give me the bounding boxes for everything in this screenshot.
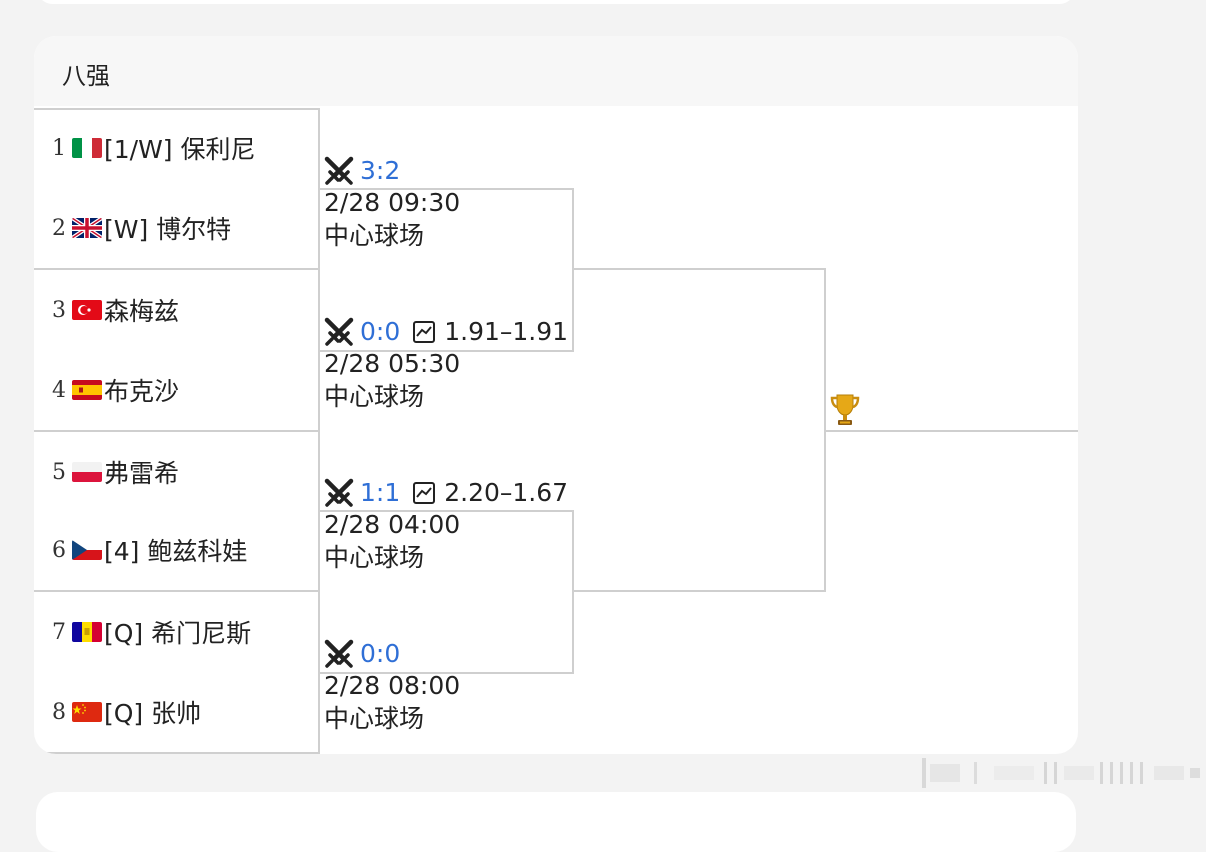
seed-number: 4 [52,377,66,403]
trophy-icon [830,394,860,425]
line-chart-icon[interactable] [412,481,436,505]
player-name: [4] 鲍兹科娃 [104,537,248,566]
next-card [36,792,1076,852]
poland-flag-icon [72,462,102,482]
player-row[interactable]: 7 [Q] 希门尼斯 [34,592,318,672]
seed-number: 3 [52,297,66,323]
player-name: [Q] 希门尼斯 [104,619,252,648]
player-row[interactable]: 2 [W] 博尔特 [34,188,318,268]
player-row[interactable]: 8 [Q] 张帅 [34,672,318,752]
match-time: 2/28 04:00 [324,510,461,539]
player-name: [W] 博尔特 [104,215,232,244]
match-court: 中心球场 [324,221,425,250]
player-row[interactable]: 5 弗雷希 [34,432,318,512]
czech-flag-icon [72,540,102,560]
match-court: 中心球场 [324,704,425,733]
player-row[interactable]: 4 布克沙 [34,350,318,430]
seed-number: 1 [52,135,66,161]
quarterfinal-card: 八强 1 [1/W] 保利尼 2 [34,36,1078,754]
italy-flag-icon [72,138,102,158]
crossed-swords-icon[interactable] [324,156,354,186]
match-score[interactable]: 0:0 [360,317,401,346]
player-name: 森梅兹 [104,297,180,326]
crossed-swords-icon[interactable] [324,317,354,347]
player-row[interactable]: 3 森梅兹 [34,270,318,350]
match-score[interactable]: 1:1 [360,478,401,507]
bracket: 1 [1/W] 保利尼 2 [W] 博尔特 3 森梅兹 4 布克沙 [34,106,1078,754]
match-info[interactable]: 1:1 2.20–1.67 2/28 04:00 中心球场 [324,478,568,574]
seed-number: 8 [52,699,66,725]
crossed-swords-icon[interactable] [324,639,354,669]
china-flag-icon [72,702,102,722]
match-odds: 1.91–1.91 [444,317,569,346]
seed-number: 7 [52,619,66,645]
match-info[interactable]: 3:2 2/28 09:30 中心球场 [324,156,460,252]
match-time: 2/28 08:00 [324,671,461,700]
seed-number: 5 [52,459,66,485]
player-row[interactable]: 1 [1/W] 保利尼 [34,108,318,188]
watermark-decoration [922,758,1200,788]
match-time: 2/28 05:30 [324,349,461,378]
match-info[interactable]: 0:0 2/28 08:00 中心球场 [324,639,460,735]
player-name: 布克沙 [104,377,180,406]
player-name: [1/W] 保利尼 [104,135,256,164]
turkey-flag-icon [72,300,102,320]
player-row[interactable]: 6 [4] 鲍兹科娃 [34,510,318,590]
match-info[interactable]: 0:0 1.91–1.91 2/28 05:30 中心球场 [324,317,568,413]
player-name: [Q] 张帅 [104,699,202,728]
uk-flag-icon [72,218,102,238]
section-title: 八强 [62,62,110,90]
match-score[interactable]: 0:0 [360,639,401,668]
andorra-flag-icon [72,622,102,642]
crossed-swords-icon[interactable] [324,478,354,508]
previous-card [36,0,1076,4]
match-court: 中心球场 [324,382,425,411]
match-time: 2/28 09:30 [324,188,461,217]
match-court: 中心球场 [324,543,425,572]
card-header: 八强 [34,36,1078,106]
player-name: 弗雷希 [104,459,180,488]
match-score[interactable]: 3:2 [360,156,401,185]
line-chart-icon[interactable] [412,320,436,344]
spain-flag-icon [72,380,102,400]
seed-number: 2 [52,215,66,241]
seed-number: 6 [52,537,66,563]
match-odds: 2.20–1.67 [444,478,569,507]
